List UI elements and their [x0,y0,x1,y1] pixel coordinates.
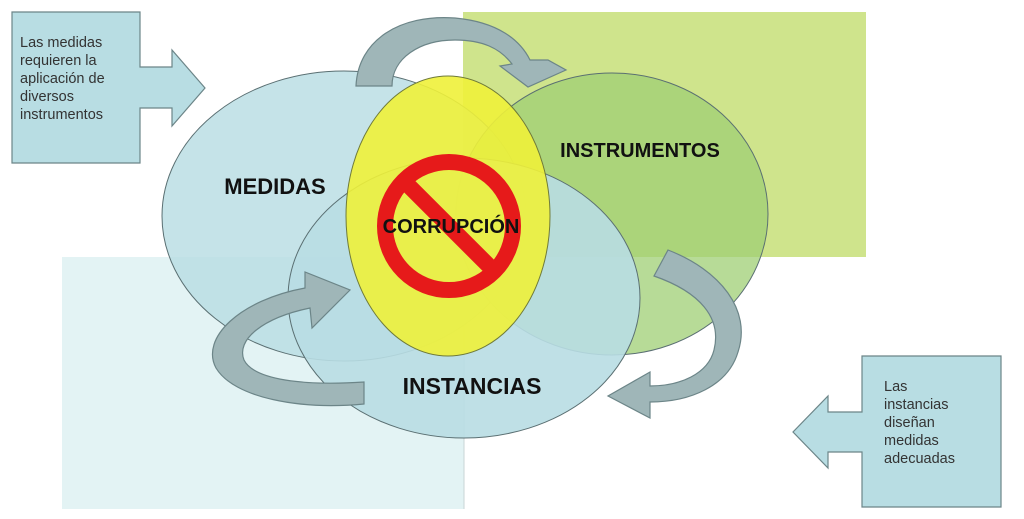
label-corrupcion: CORRUPCIÓN [383,214,520,238]
label-instancias: INSTANCIAS [403,373,542,399]
prohibition-sign-icon [377,154,521,298]
callout-medidas [11,11,206,164]
note-instancias: Las instancias diseñan medidas adecuadas [884,379,955,467]
curved-arrow-right [606,249,742,419]
curved-arrow-left [211,271,365,407]
note-medidas: Las medidas requieren la aplicación de d… [20,35,105,123]
label-medidas: MEDIDAS [224,174,325,199]
label-instrumentos: INSTRUMENTOS [560,140,720,162]
curved-arrow-top [355,17,568,88]
callout-instancias [792,355,1002,508]
